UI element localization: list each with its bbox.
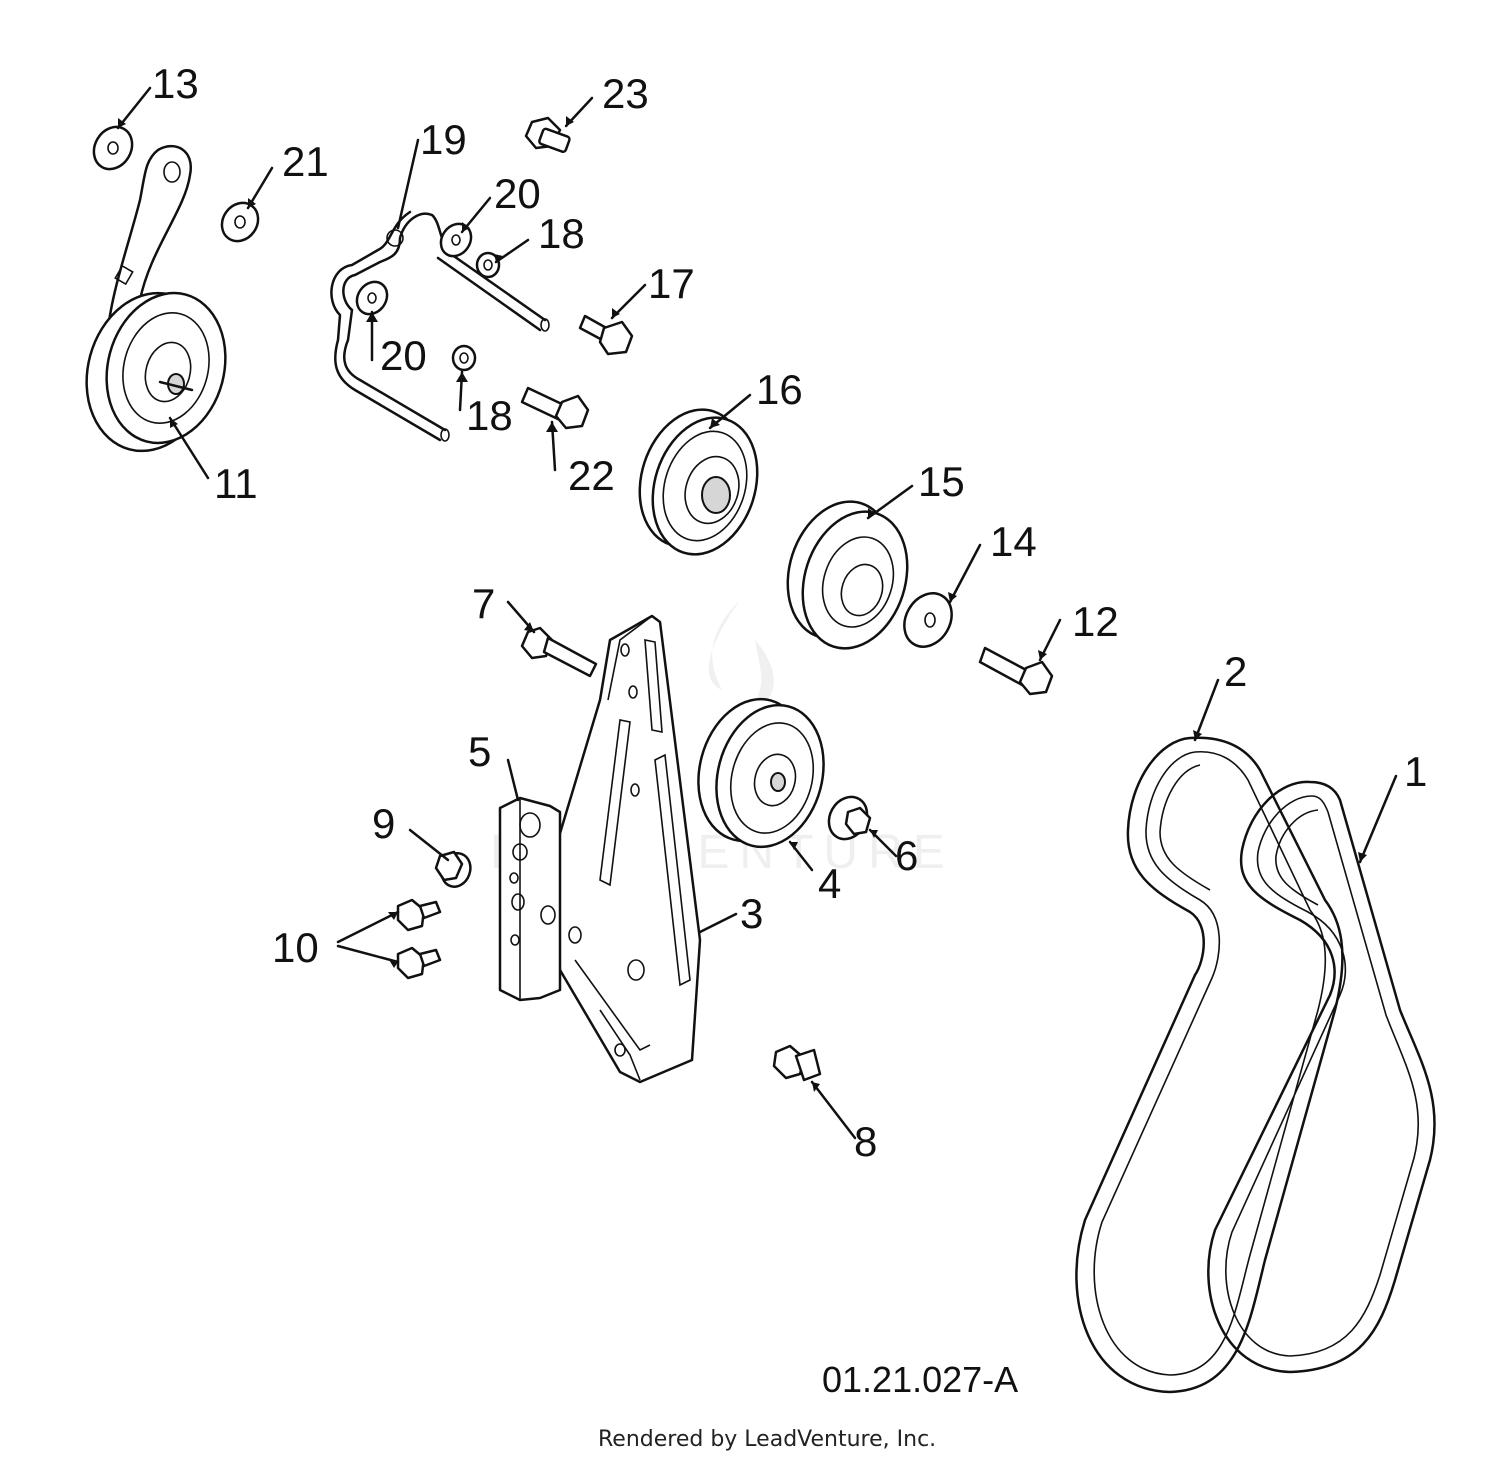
part-10-screw-lower[interactable] xyxy=(396,946,442,980)
callout-19: 19 xyxy=(420,116,467,163)
part-2-belt[interactable] xyxy=(1075,736,1344,1394)
part-11-idler-pulley-arm[interactable] xyxy=(69,144,241,465)
part-9-bolt[interactable] xyxy=(434,849,475,891)
callout-21: 21 xyxy=(282,138,329,185)
part-5-bracket-plate[interactable] xyxy=(498,796,562,1002)
part-3-mounting-bracket[interactable] xyxy=(538,614,702,1084)
callout-12: 12 xyxy=(1072,598,1119,645)
part-10-screw-upper[interactable] xyxy=(396,898,442,932)
callout-11: 11 xyxy=(214,460,258,507)
callout-4: 4 xyxy=(818,860,841,907)
callout-8: 8 xyxy=(854,1118,877,1165)
part-6-flange-nut[interactable] xyxy=(821,790,874,846)
callout-10: 10 xyxy=(272,924,319,971)
part-18-nut-upper[interactable] xyxy=(475,251,501,279)
part-20-washer-upper[interactable] xyxy=(435,218,477,262)
part-4-idler-pulley[interactable] xyxy=(683,687,839,859)
part-19-linkage-rod[interactable] xyxy=(330,210,550,442)
figure-code: 01.21.027-A xyxy=(822,1359,1018,1400)
watermark-flame-icon xyxy=(708,600,774,712)
callout-5: 5 xyxy=(468,728,491,775)
part-8-bolt[interactable] xyxy=(772,1044,822,1082)
callout-17: 17 xyxy=(648,260,695,307)
callout-15: 15 xyxy=(918,458,965,505)
part-23-bolt[interactable] xyxy=(524,116,571,154)
callout-20-upper: 20 xyxy=(494,170,541,217)
leader-lines xyxy=(116,86,1398,1140)
part-15-pulley[interactable] xyxy=(771,488,924,662)
callout-9: 9 xyxy=(372,800,395,847)
callout-13: 13 xyxy=(152,60,199,107)
part-1-belt[interactable] xyxy=(1207,780,1436,1374)
part-20-washer-lower[interactable] xyxy=(351,276,393,320)
part-22-bolt[interactable] xyxy=(520,386,590,430)
callout-22: 22 xyxy=(568,452,615,499)
part-7-bolt[interactable] xyxy=(520,626,598,678)
callout-18-lower: 18 xyxy=(466,392,513,439)
part-13-washer[interactable] xyxy=(86,120,139,176)
callout-3: 3 xyxy=(740,890,763,937)
part-17-bolt[interactable] xyxy=(578,314,634,356)
arrow-heads xyxy=(118,116,1367,1092)
callout-16: 16 xyxy=(756,366,803,413)
part-12-bolt[interactable] xyxy=(978,646,1054,696)
part-14-spacer[interactable] xyxy=(895,585,961,655)
callout-1: 1 xyxy=(1404,748,1427,795)
part-16-pulley[interactable] xyxy=(623,396,774,568)
callout-labels: 1 2 3 4 5 6 7 8 9 10 11 12 13 14 15 16 1… xyxy=(152,60,1427,1165)
part-21-washer[interactable] xyxy=(215,196,266,248)
callout-23: 23 xyxy=(602,70,649,117)
part-18-nut-lower[interactable] xyxy=(451,344,477,372)
callout-7: 7 xyxy=(472,580,495,627)
callout-20-lower: 20 xyxy=(380,332,427,379)
callout-18-upper: 18 xyxy=(538,210,585,257)
callout-2: 2 xyxy=(1224,648,1247,695)
render-credit: Rendered by LeadVenture, Inc. xyxy=(598,1427,936,1452)
callout-6: 6 xyxy=(895,832,918,879)
callout-14: 14 xyxy=(990,518,1037,565)
